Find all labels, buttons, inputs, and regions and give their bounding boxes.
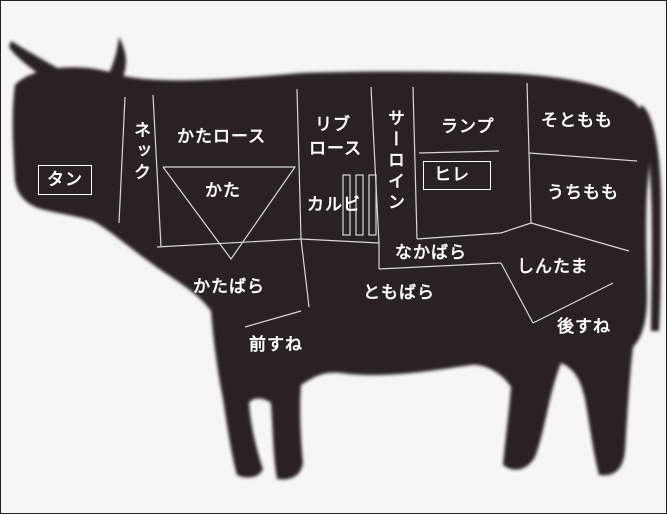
cut-line <box>300 238 380 244</box>
cut-line <box>532 282 614 324</box>
cut-line <box>500 262 534 324</box>
label-shintama: しんたま <box>517 257 589 277</box>
label-rump: ランプ <box>441 117 495 137</box>
cut-line <box>296 88 302 240</box>
label-naka-bara: なかばら <box>395 243 467 263</box>
label-sirloin: サーロイン <box>384 109 404 214</box>
label-tan: タン <box>38 165 92 195</box>
label-ato-sune: 後すね <box>557 317 611 337</box>
cut-line <box>244 310 302 328</box>
label-karubi: カルビ <box>307 195 361 215</box>
cut-line <box>500 222 532 234</box>
label-uchi-momo: うちもも <box>547 183 619 203</box>
karubi-bar <box>368 174 377 236</box>
cut-line <box>378 262 502 270</box>
karubi-bar <box>342 174 351 236</box>
label-tomo-bara: ともばら <box>363 283 435 303</box>
label-rib-loin-2: ロース <box>309 139 363 159</box>
label-kata: かた <box>205 181 241 201</box>
kata-triangle <box>162 166 297 261</box>
cut-line <box>118 96 126 224</box>
label-kata-loin: かたロース <box>177 127 267 147</box>
label-rib-loin-1: リブ <box>315 115 351 135</box>
label-mae-sune: 前すね <box>249 335 303 355</box>
karubi-bar <box>355 174 364 236</box>
cut-line <box>418 150 500 154</box>
cut-lines <box>118 82 638 328</box>
cut-line <box>412 86 418 240</box>
cut-line <box>528 152 638 162</box>
label-kata-bara: かたばら <box>193 277 265 297</box>
label-neck: ネック <box>130 121 150 184</box>
cut-line <box>152 94 162 248</box>
cut-line <box>156 238 302 248</box>
label-hire: ヒレ <box>423 161 491 190</box>
cut-line <box>530 222 630 252</box>
cut-line <box>370 86 380 244</box>
label-soto-momo: そともも <box>541 111 613 131</box>
cut-line <box>300 238 310 308</box>
cut-line <box>416 232 502 240</box>
